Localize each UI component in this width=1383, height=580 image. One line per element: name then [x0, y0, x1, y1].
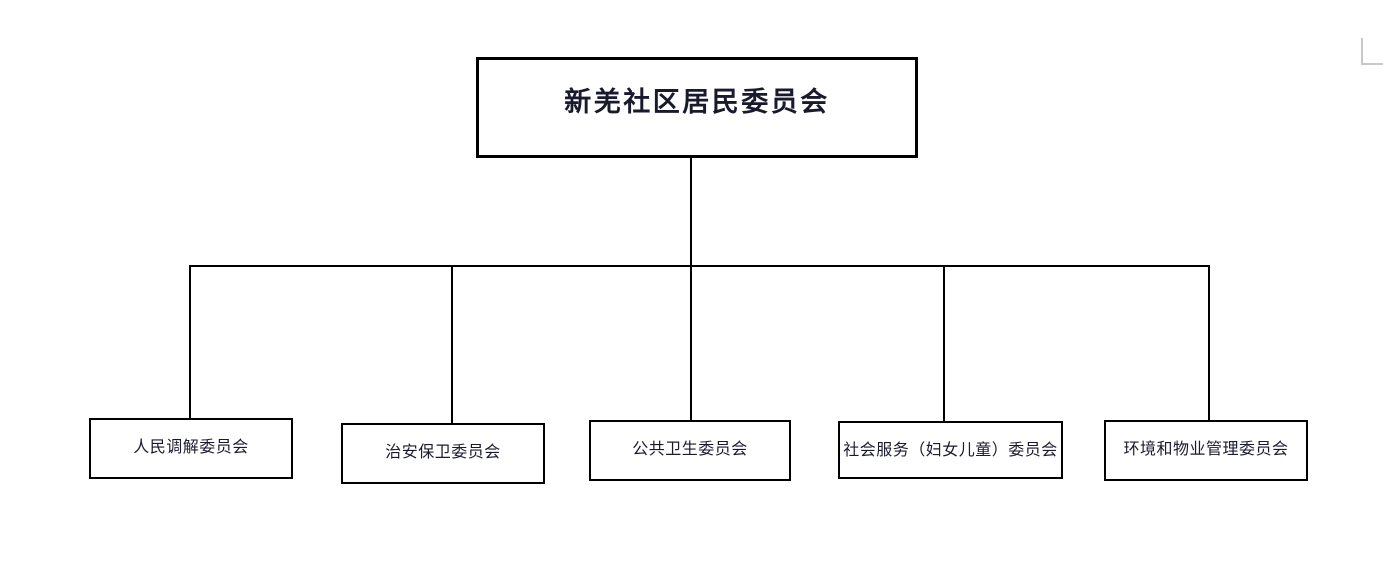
connector-drop-child-4 — [1208, 265, 1210, 422]
connector-drop-child-3 — [943, 265, 945, 423]
org-node-child-2[interactable]: 公共卫生委员会 — [589, 420, 791, 481]
connector-drop-child-2 — [690, 265, 692, 422]
org-node-child-1-label: 治安保卫委员会 — [385, 442, 501, 461]
org-node-child-4[interactable]: 环境和物业管理委员会 — [1104, 420, 1308, 481]
org-node-child-3[interactable]: 社会服务（妇女儿童）委员会 — [838, 421, 1063, 479]
page-margin-guide-corner — [1361, 38, 1383, 65]
org-node-child-0-label: 人民调解委员会 — [133, 437, 249, 456]
org-node-child-3-label: 社会服务（妇女儿童）委员会 — [843, 440, 1058, 459]
org-node-child-4-label: 环境和物业管理委员会 — [1123, 439, 1289, 458]
org-node-root-label: 新羌社区居民委员会 — [564, 87, 830, 118]
org-node-root[interactable]: 新羌社区居民委员会 — [476, 57, 918, 158]
org-node-child-1[interactable]: 治安保卫委员会 — [341, 423, 545, 484]
connector-drop-child-0 — [189, 265, 191, 420]
org-node-child-0[interactable]: 人民调解委员会 — [89, 418, 293, 479]
connector-horizontal-bus — [189, 265, 1210, 267]
connector-drop-child-1 — [451, 265, 453, 425]
org-node-child-2-label: 公共卫生委员会 — [632, 439, 748, 458]
connector-root-stem — [690, 158, 692, 268]
